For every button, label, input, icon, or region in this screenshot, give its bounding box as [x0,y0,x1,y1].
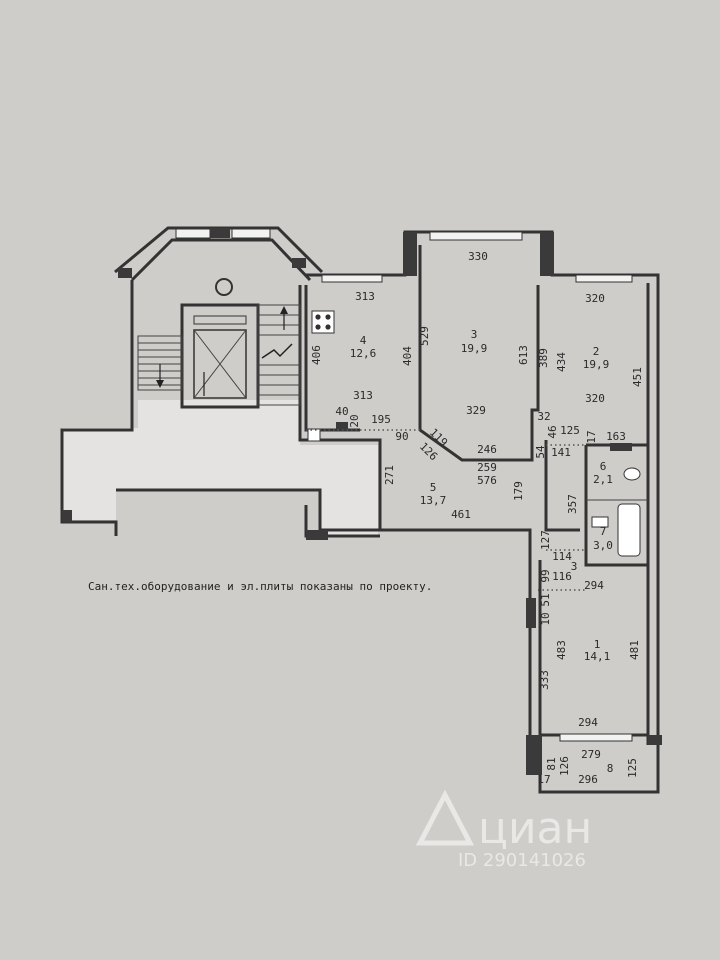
window-room-4 [321,274,383,283]
watermark-brand: циан [478,803,592,854]
svg-text:483: 483 [555,640,568,660]
stair-wall-left [60,280,134,536]
sink-icon [307,428,321,442]
svg-text:195: 195 [371,413,391,426]
svg-text:613: 613 [517,345,530,365]
plan-note: Сан.тех.оборудование и эл.плиты показаны… [88,580,432,593]
svg-text:481: 481 [628,640,641,660]
elevator-cabin [193,329,247,399]
bathtub-icon [617,503,641,557]
room-4-area: 12,6 [350,347,377,360]
svg-text:329: 329 [466,404,486,417]
landing-area [62,400,378,535]
svg-text:81: 81 [545,757,558,770]
svg-text:279: 279 [581,748,601,761]
svg-text:296: 296 [578,773,598,786]
room-3-area: 19,9 [461,342,488,355]
room-1-number: 1 [594,638,601,651]
svg-text:17: 17 [585,430,598,443]
svg-text:114: 114 [552,550,572,563]
svg-text:313: 313 [353,389,373,402]
svg-text:461: 461 [451,508,471,521]
room-5-area: 13,7 [420,494,447,507]
svg-text:246: 246 [477,443,497,456]
svg-text:20: 20 [348,414,361,427]
stair-flight-left [137,335,183,391]
svg-text:529: 529 [418,326,431,346]
svg-text:51: 51 [539,593,552,606]
svg-text:179: 179 [512,481,525,501]
svg-text:320: 320 [585,392,605,405]
room-4-number: 4 [360,334,367,347]
svg-text:330: 330 [468,250,488,263]
svg-text:40: 40 [335,405,348,418]
svg-text:451: 451 [631,367,644,387]
svg-text:259: 259 [477,461,497,474]
room-1-area: 14,1 [584,650,611,663]
svg-text:434: 434 [555,352,568,372]
room-7-area: 3,0 [593,539,613,552]
dimension-labels: 313 406 404 313 40 20 195 90 529 330 1 19… [310,250,644,786]
room-6-number: 6 [600,460,607,473]
svg-text:3: 3 [571,560,578,573]
svg-text:404: 404 [401,346,414,366]
window-room-3 [429,231,523,241]
window-room-1 [559,733,633,742]
room-6-area: 2,1 [593,473,613,486]
svg-text:125: 125 [626,758,639,778]
svg-text:389: 389 [537,348,550,368]
svg-text:46: 46 [546,425,559,438]
svg-text:576: 576 [477,474,497,487]
room-5-number: 5 [430,481,437,494]
window-room-2 [575,274,633,283]
svg-text:271: 271 [383,465,396,485]
svg-text:127: 127 [539,530,552,550]
room-8-number: 8 [607,762,614,775]
svg-text:10: 10 [539,612,552,625]
svg-text:141: 141 [551,446,571,459]
svg-text:116: 116 [552,570,572,583]
balcony-walls [538,745,660,794]
apartment-walls [304,230,662,794]
svg-text:357: 357 [566,494,579,514]
bay-window-2 [231,228,271,239]
room-labels: 1 14,1 2 19,9 3 19,9 4 12,6 5 13,7 6 2,1… [350,328,614,775]
svg-text:90: 90 [395,430,408,443]
bay-wall-inner [130,238,312,282]
stove-icon [311,310,335,334]
cian-logo-icon [415,789,475,846]
svg-text:126: 126 [558,756,571,776]
stair-flight-right [203,304,301,406]
svg-text:320: 320 [585,292,605,305]
shaft-circle [215,278,233,296]
bay-window-1 [175,228,211,239]
hallway-walls [380,528,532,735]
svg-text:17: 17 [537,773,550,786]
svg-text:99: 99 [539,569,552,582]
room-2-area: 19,9 [583,358,610,371]
svg-text:163: 163 [606,430,626,443]
washbasin-icon [623,467,641,481]
svg-text:333: 333 [538,670,551,690]
svg-text:32: 32 [537,410,550,423]
svg-text:294: 294 [584,579,604,592]
svg-text:313: 313 [355,290,375,303]
watermark-id: ID 290141026 [458,850,586,871]
toilet-icon [591,516,609,528]
svg-text:125: 125 [560,424,580,437]
cian-watermark: циан ID 290141026 [415,789,592,871]
room-7-number: 7 [600,525,607,538]
room-2-number: 2 [593,345,600,358]
svg-text:406: 406 [310,345,323,365]
common-area [60,226,382,540]
svg-text:54: 54 [534,445,547,459]
room-3-number: 3 [471,328,478,341]
svg-text:294: 294 [578,716,598,729]
